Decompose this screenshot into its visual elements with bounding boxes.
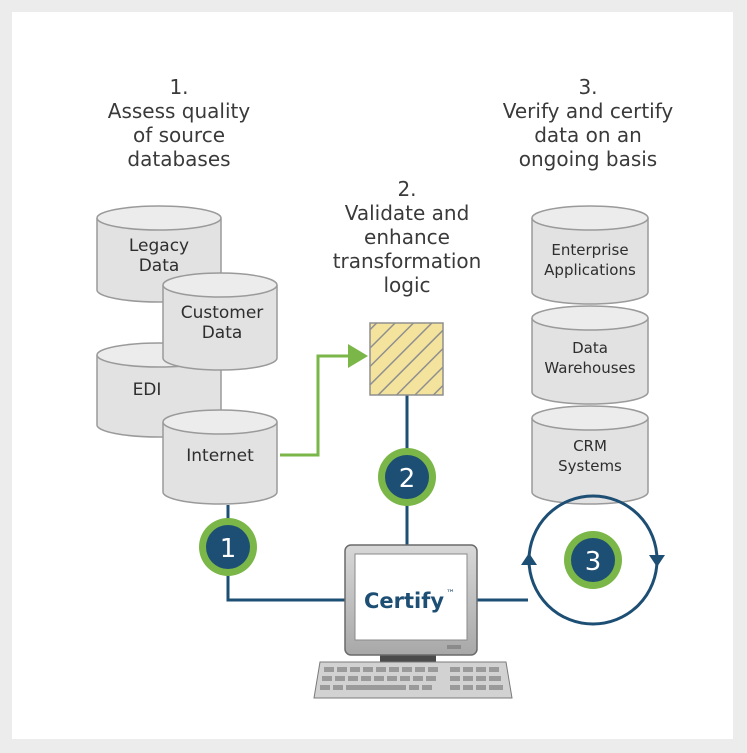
badge-1-number: 1 xyxy=(220,534,237,564)
cylinder-enterprise-applications: Enterprise Applications xyxy=(531,205,649,305)
keyboard-keys xyxy=(320,667,503,690)
step2-line3: transformation xyxy=(333,249,482,273)
badge-2-number: 2 xyxy=(399,464,416,494)
step2-heading: 2. Validate and enhance transformation l… xyxy=(333,177,482,297)
crm-label-line2: Systems xyxy=(558,457,622,475)
badge-1: 1 xyxy=(199,518,257,576)
cylinder-internet: Internet xyxy=(162,409,278,505)
connector-lines xyxy=(226,344,528,602)
enterprise-label-line1: Enterprise xyxy=(551,241,628,259)
computer-illustration: Certify ™ xyxy=(313,544,513,699)
diagram-frame: 1. Assess quality of source databases 2.… xyxy=(12,12,733,739)
edi-label: EDI xyxy=(133,380,162,400)
certify-product-name: Certify xyxy=(364,589,444,613)
internet-label: Internet xyxy=(186,446,254,466)
customer-label-line2: Data xyxy=(202,323,243,343)
step1-heading: 1. Assess quality of source databases xyxy=(108,75,251,171)
legacy-label-line1: Legacy xyxy=(129,236,189,256)
step2-line1: Validate and xyxy=(345,201,470,225)
cycle-arrow-down-icon xyxy=(649,555,665,567)
cylinder-crm-systems: CRM Systems xyxy=(531,405,649,505)
customer-label-line1: Customer xyxy=(181,303,264,323)
cylinder-customer-data: Customer Data xyxy=(162,272,278,371)
monitor-button xyxy=(447,645,461,649)
green-arrowhead-icon xyxy=(348,344,368,368)
monitor-screen xyxy=(354,553,468,641)
step1-line1: Assess quality xyxy=(108,99,251,123)
step2-line2: enhance xyxy=(364,225,450,249)
transformation-logic-box xyxy=(369,322,444,396)
step3-line3: ongoing basis xyxy=(519,147,657,171)
enterprise-label-line2: Applications xyxy=(544,261,636,279)
badge-3-number: 3 xyxy=(585,547,602,577)
certify-trademark: ™ xyxy=(446,589,455,599)
diagram-canvas: 1. Assess quality of source databases 2.… xyxy=(96,75,674,699)
crm-label-line1: CRM xyxy=(573,437,607,455)
step3-line1: Verify and certify xyxy=(503,99,674,123)
warehouses-label-line1: Data xyxy=(572,339,608,357)
cycle-arrow-up-icon xyxy=(521,553,537,565)
step2-line4: logic xyxy=(383,273,430,297)
step3-heading: 3. Verify and certify data on an ongoing… xyxy=(503,75,674,171)
cylinder-data-warehouses: Data Warehouses xyxy=(531,305,649,405)
step1-line3: databases xyxy=(127,147,230,171)
badge-3: 3 xyxy=(564,531,622,589)
warehouses-label-line2: Warehouses xyxy=(544,359,635,377)
step1-number: 1. xyxy=(169,75,188,99)
step3-number: 3. xyxy=(578,75,597,99)
connector-internet-to-logic xyxy=(280,354,352,457)
step1-line2: of source xyxy=(133,123,225,147)
ongoing-cycle-loop xyxy=(521,494,665,626)
step3-line2: data on an xyxy=(534,123,642,147)
badge-2: 2 xyxy=(378,448,436,506)
step2-number: 2. xyxy=(397,177,416,201)
legacy-label-line2: Data xyxy=(139,256,180,276)
